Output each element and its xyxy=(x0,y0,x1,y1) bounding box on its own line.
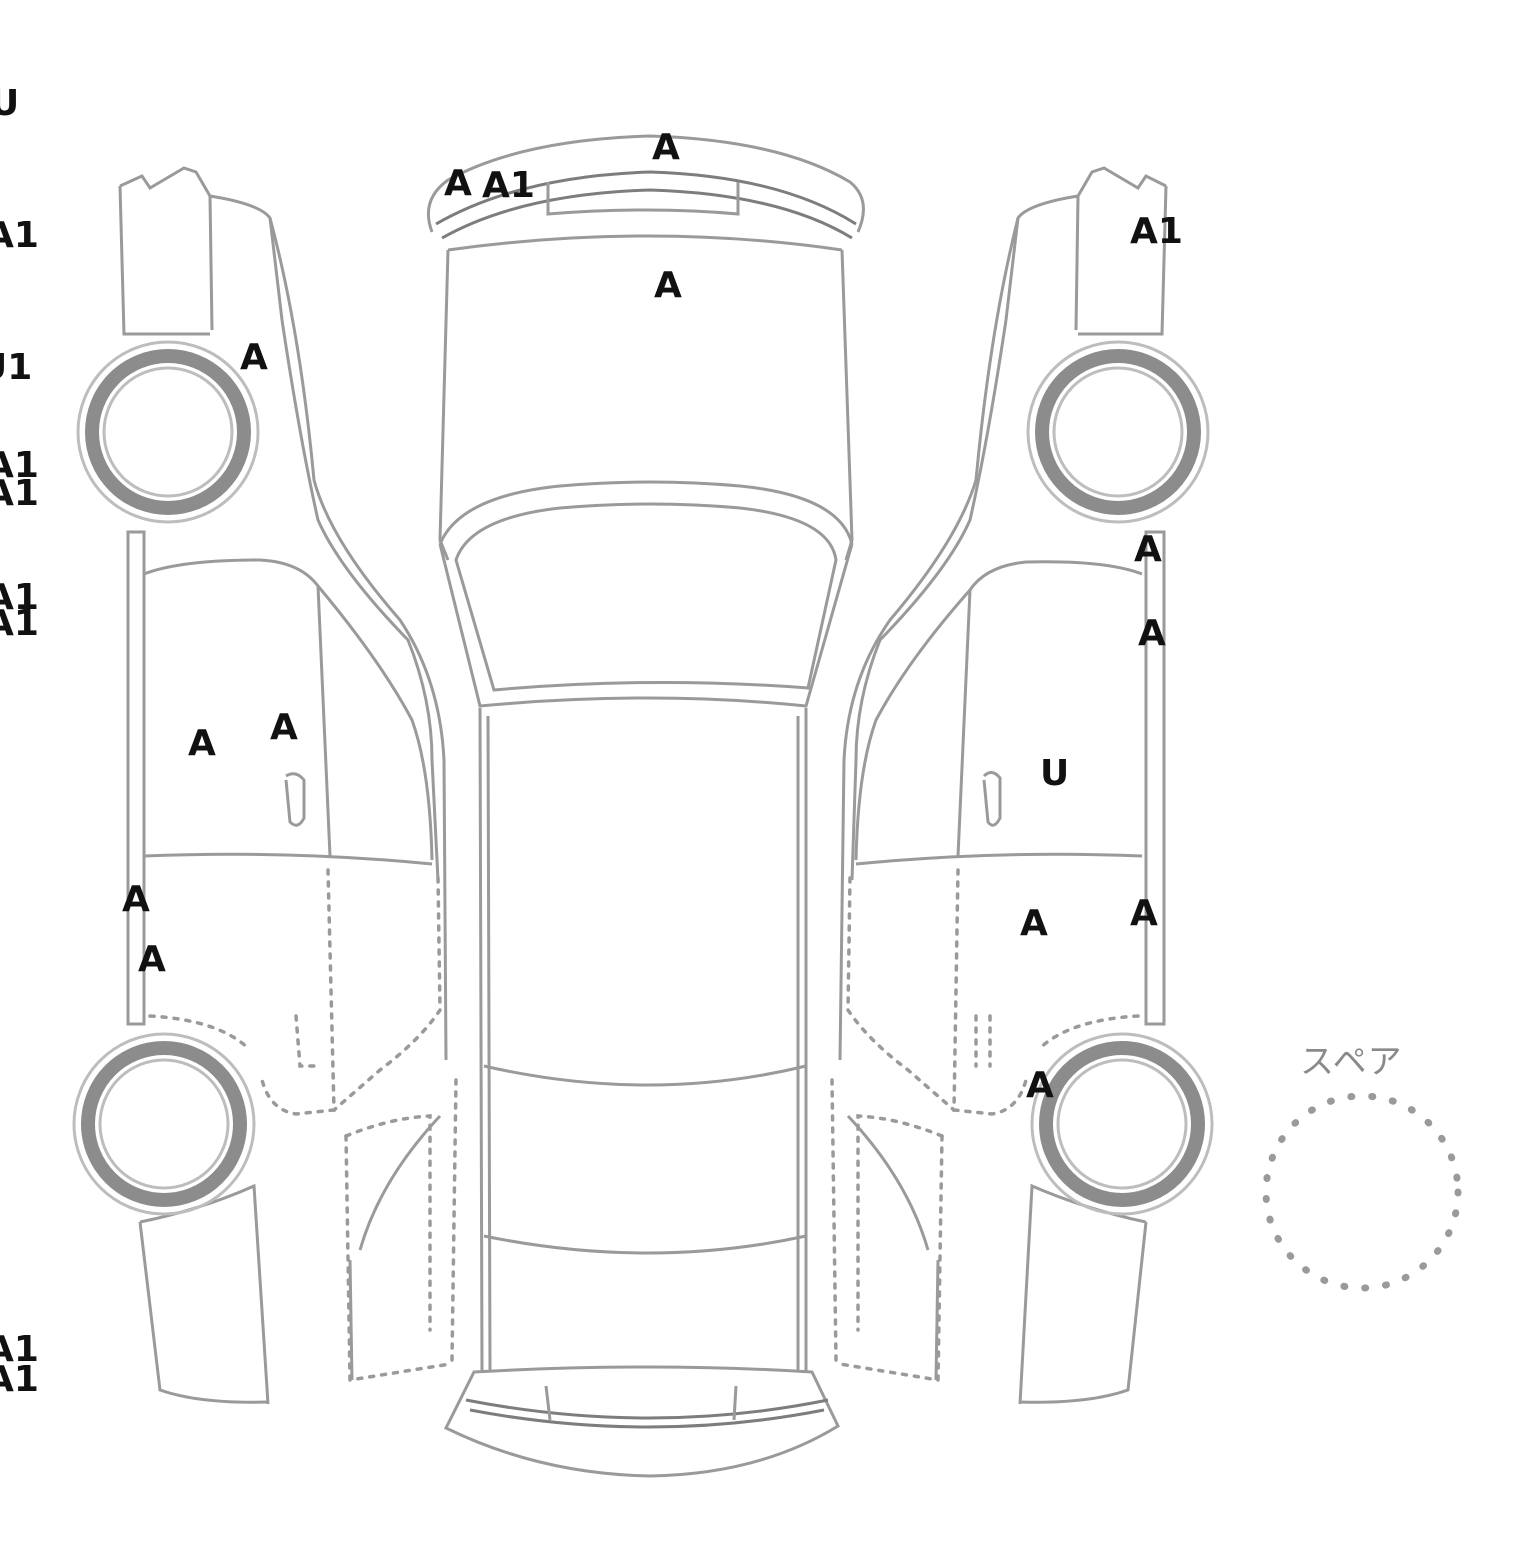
damage-mark: A xyxy=(652,127,680,168)
damage-mark: A xyxy=(444,163,472,204)
margin-code: A1 xyxy=(0,603,39,644)
damage-mark: A xyxy=(240,337,268,378)
margin-code: A1 xyxy=(0,1359,39,1400)
damage-mark: A xyxy=(1026,1065,1054,1106)
damage-mark: U xyxy=(1040,753,1070,794)
damage-mark: A xyxy=(654,265,682,306)
margin-code: U1 xyxy=(0,347,33,388)
damage-mark: A xyxy=(1130,893,1158,934)
margin-code: A1 xyxy=(0,1329,39,1370)
damage-mark: A xyxy=(1138,613,1166,654)
margin-code: A1 xyxy=(0,445,39,486)
damage-mark: A xyxy=(188,723,216,764)
car-left-side-view xyxy=(72,166,458,1405)
damage-mark: A1 xyxy=(482,165,535,206)
margin-code: U xyxy=(0,83,20,124)
spare-label: スペア xyxy=(1300,1042,1403,1082)
damage-mark: A xyxy=(138,939,166,980)
margin-code: A1 xyxy=(0,473,39,514)
damage-mark: A xyxy=(270,707,298,748)
margin-code: A1 xyxy=(0,577,39,618)
damage-mark: A1 xyxy=(1130,211,1183,252)
margin-code: A1 xyxy=(0,215,39,256)
spare-tire-outline xyxy=(1262,1092,1462,1292)
damage-mark: A xyxy=(122,879,150,920)
damage-mark: A xyxy=(1020,903,1048,944)
damage-mark: A xyxy=(1134,529,1162,570)
car-right-side-view xyxy=(830,166,1214,1405)
car-top-view xyxy=(427,134,865,1478)
